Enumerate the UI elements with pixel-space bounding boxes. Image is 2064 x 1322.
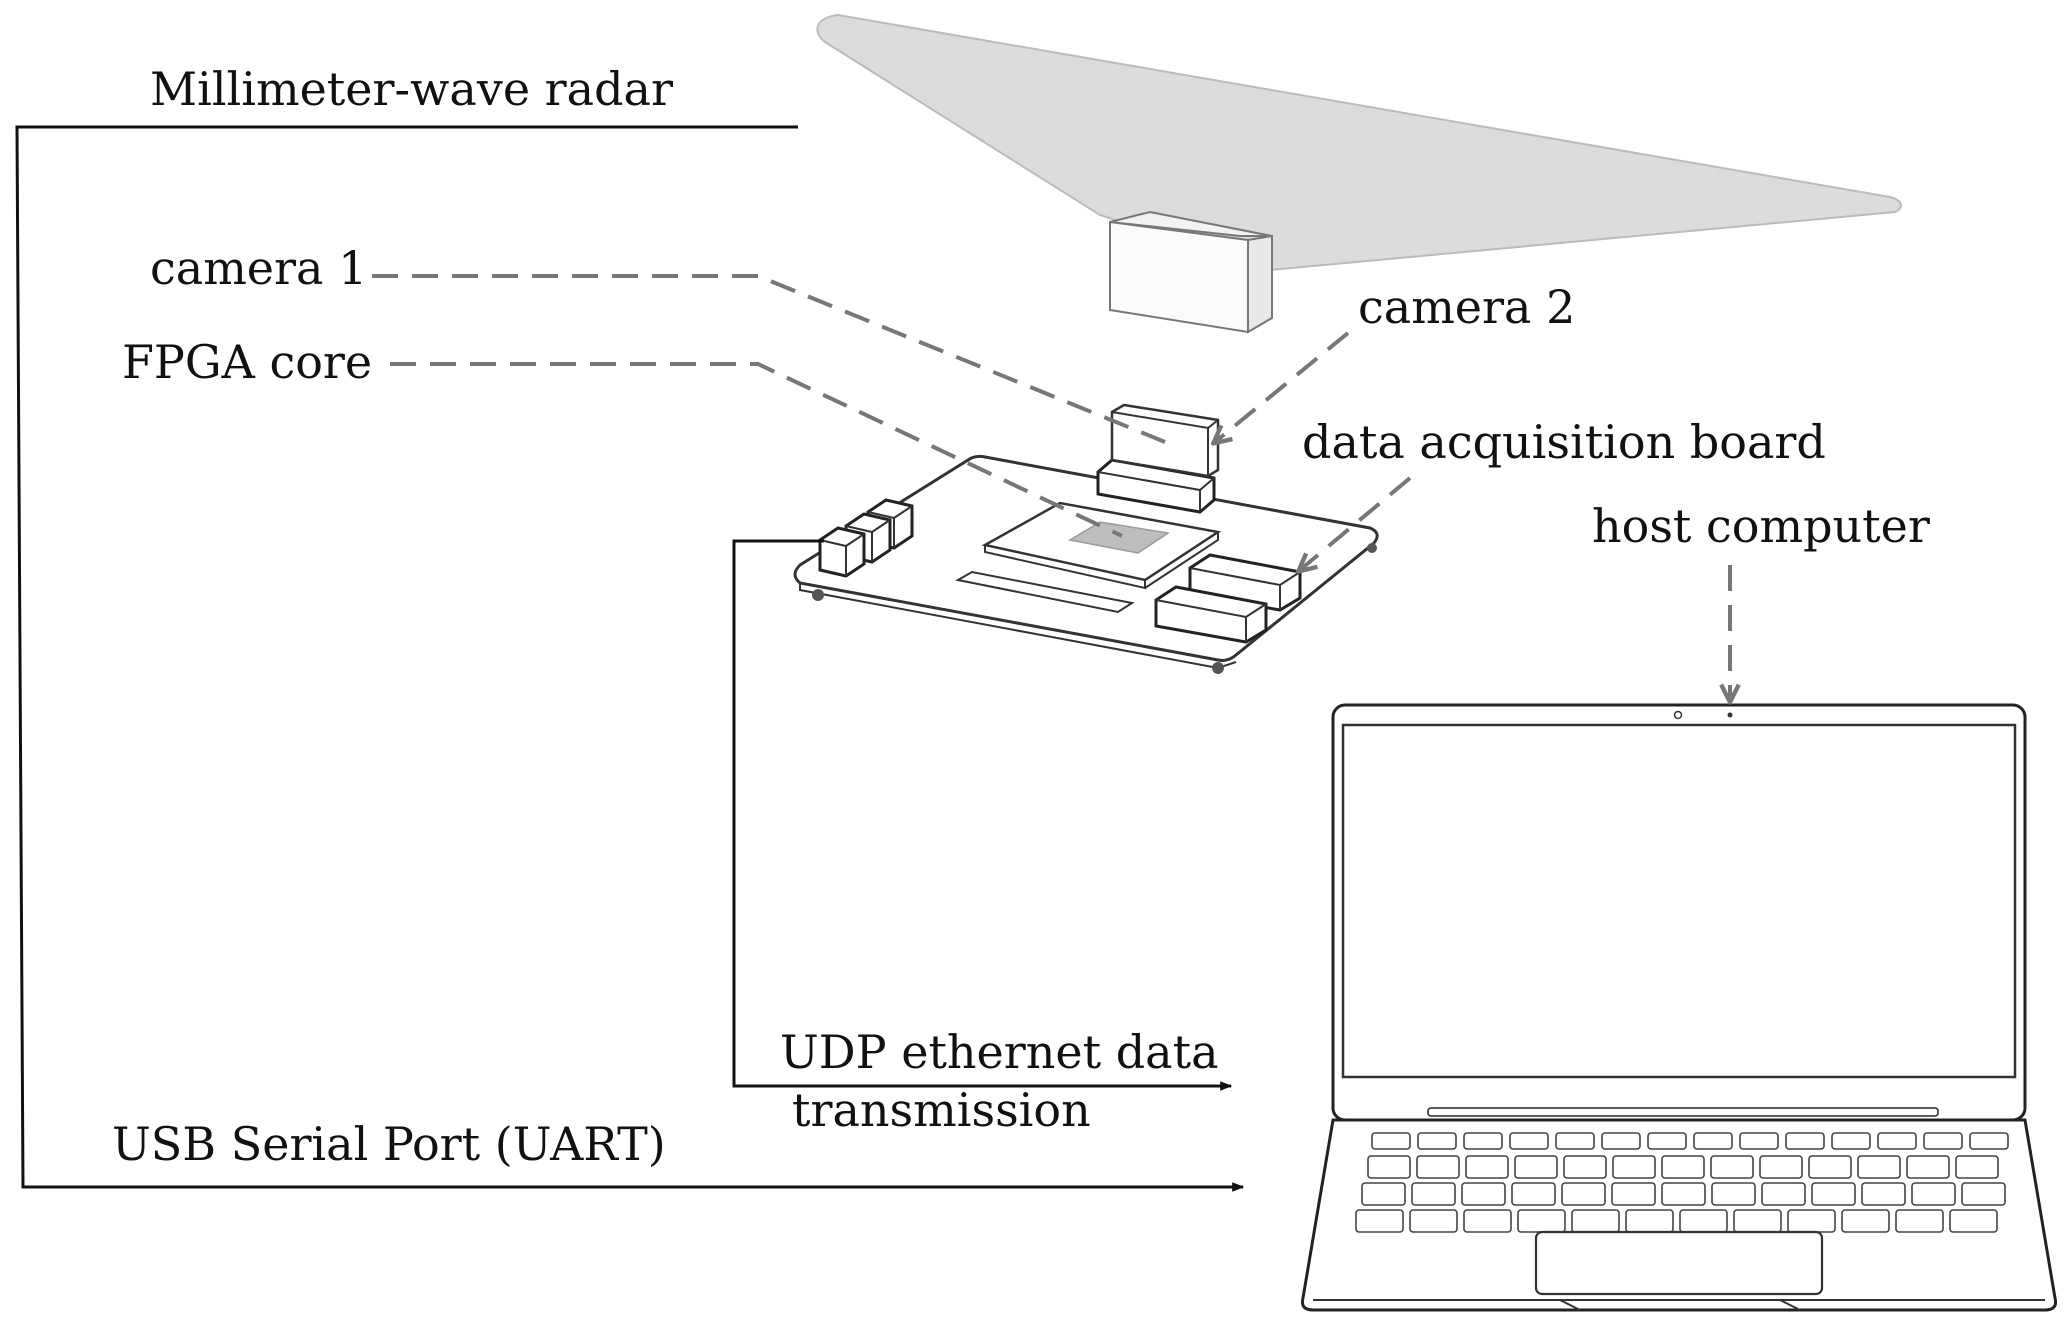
radar-device-icon — [816, 13, 1902, 334]
keyboard-key — [1571, 1209, 1620, 1233]
keyboard-key — [1509, 1132, 1549, 1150]
udp-label-line2: transmission — [792, 1083, 1091, 1137]
keyboard-key — [1555, 1132, 1595, 1150]
keyboard-key — [1461, 1182, 1506, 1206]
daq-board-label: data acquisition board — [1302, 415, 1826, 469]
keyboard-key — [1416, 1155, 1460, 1179]
keyboard-key — [1563, 1155, 1607, 1179]
keyboard-key — [1647, 1132, 1687, 1150]
board-headers — [1154, 553, 1302, 644]
radar-beam — [816, 13, 1902, 272]
keyboard-key — [1861, 1182, 1906, 1206]
laptop-keyboard — [1355, 1132, 2009, 1233]
keyboard-key — [1355, 1209, 1404, 1233]
keyboard-key — [1895, 1209, 1944, 1233]
keyboard-key — [1361, 1182, 1406, 1206]
keyboard-key — [1463, 1209, 1512, 1233]
keyboard-key — [1561, 1182, 1606, 1206]
radar-box-side — [1247, 234, 1273, 334]
laptop-trackpad — [1534, 1230, 1824, 1296]
keyboard-key — [1409, 1209, 1458, 1233]
keyboard-key — [1511, 1182, 1556, 1206]
keyboard-key — [1961, 1182, 2006, 1206]
laptop-icon — [1301, 703, 2057, 1312]
keyboard-key — [1923, 1132, 1963, 1150]
fpga-board-icon — [793, 403, 1379, 674]
fpga-label: FPGA core — [122, 335, 372, 389]
keyboard-key — [1417, 1132, 1457, 1150]
camera2-label: camera 2 — [1358, 280, 1575, 334]
fpga-core-chip — [1067, 521, 1171, 554]
keyboard-key — [1739, 1132, 1779, 1150]
keyboard-key — [1661, 1182, 1706, 1206]
keyboard-key — [1811, 1182, 1856, 1206]
laptop-screen — [1341, 723, 2017, 1079]
keyboard-key — [1955, 1155, 1999, 1179]
radar-label: Millimeter-wave radar — [150, 62, 673, 116]
keyboard-key — [1906, 1155, 1950, 1179]
keyboard-key — [1612, 1155, 1656, 1179]
keyboard-key — [1911, 1182, 1956, 1206]
keyboard-key — [1877, 1132, 1917, 1150]
keyboard-key — [1514, 1155, 1558, 1179]
usb-serial-connection — [15, 125, 1245, 1192]
keyboard-key — [1367, 1155, 1411, 1179]
keyboard-key — [1841, 1209, 1890, 1233]
keyboard-key — [1711, 1182, 1756, 1206]
usb-label: USB Serial Port (UART) — [112, 1117, 666, 1171]
camera1-leader — [372, 274, 1166, 444]
keyboard-key — [1808, 1155, 1852, 1179]
udp-label-line1: UDP ethernet data — [780, 1025, 1219, 1079]
keyboard-key — [1465, 1155, 1509, 1179]
slot-connector — [955, 570, 1135, 614]
camera1-label: camera 1 — [150, 241, 367, 295]
keyboard-key — [1761, 1182, 1806, 1206]
keyboard-key — [1710, 1155, 1754, 1179]
keyboard-key — [1679, 1209, 1728, 1233]
keyboard-key — [1693, 1132, 1733, 1150]
keyboard-key — [1759, 1155, 1803, 1179]
keyboard-key — [1787, 1209, 1836, 1233]
ethernet-ports — [818, 498, 914, 578]
radar-box-front — [1109, 220, 1249, 334]
keyboard-key — [1611, 1182, 1656, 1206]
host-label: host computer — [1592, 499, 1930, 553]
camera2-leader — [1215, 331, 1350, 442]
keyboard-key — [1785, 1132, 1825, 1150]
keyboard-key — [1831, 1132, 1871, 1150]
fpga-leader — [390, 362, 1123, 538]
keyboard-key — [1463, 1132, 1503, 1150]
keyboard-key — [1949, 1209, 1998, 1233]
daq-board-leader — [1300, 476, 1412, 570]
keyboard-key — [1661, 1155, 1705, 1179]
keyboard-key — [1411, 1182, 1456, 1206]
keyboard-key — [1625, 1209, 1674, 1233]
udp-ethernet-connection — [732, 539, 1233, 1091]
keyboard-key — [1371, 1132, 1411, 1150]
keyboard-key — [1969, 1132, 2009, 1150]
keyboard-key — [1517, 1209, 1566, 1233]
keyboard-key — [1733, 1209, 1782, 1233]
keyboard-key — [1857, 1155, 1901, 1179]
keyboard-key — [1601, 1132, 1641, 1150]
